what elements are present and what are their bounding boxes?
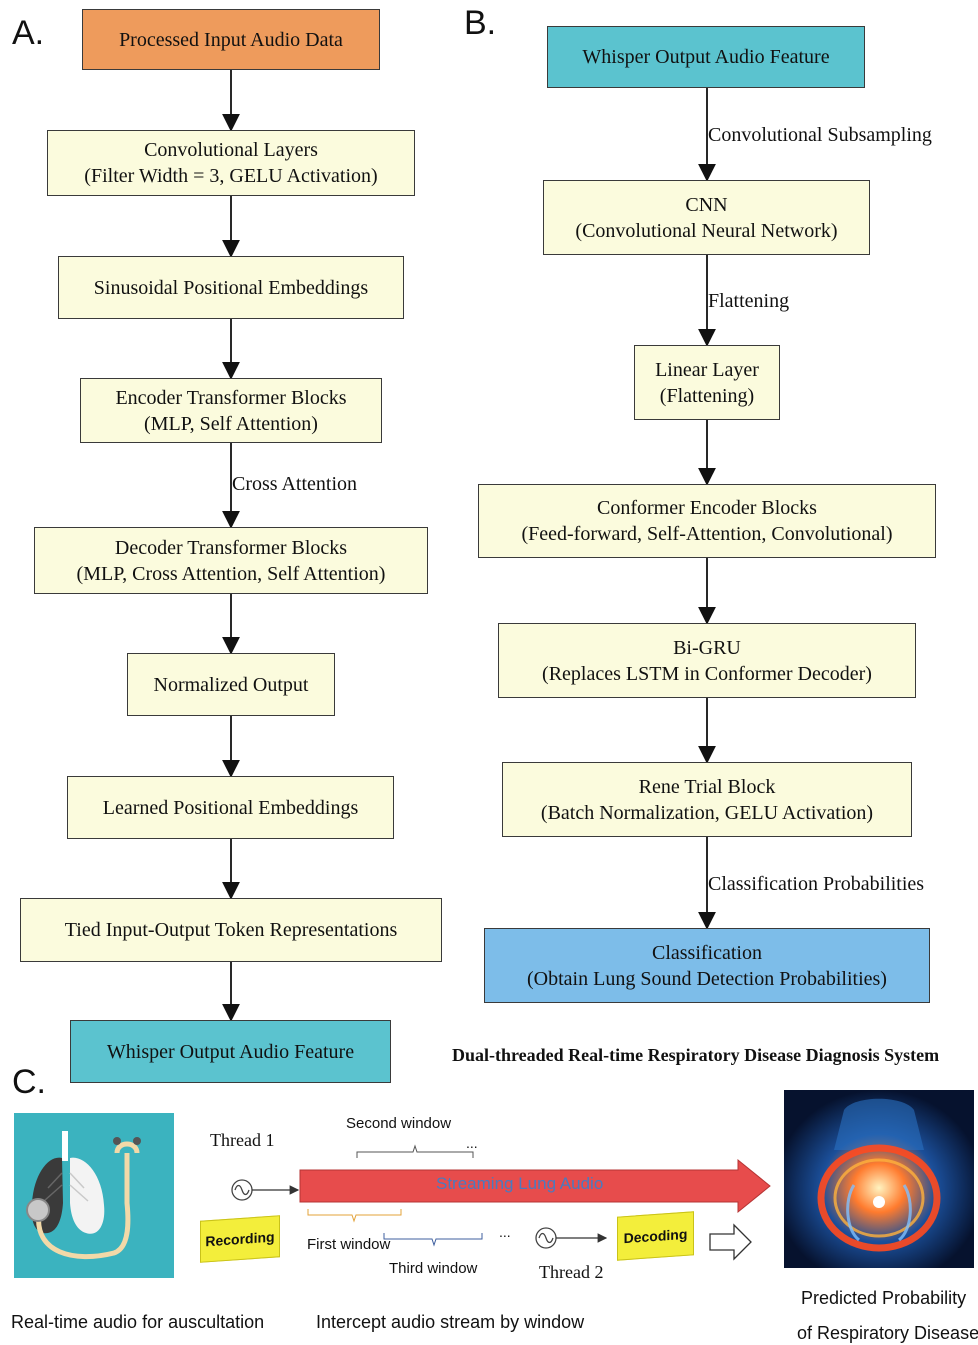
lung-stethoscope-illustration — [14, 1113, 174, 1278]
a-sinusoidal-box: Sinusoidal Positional Embeddings — [58, 256, 404, 319]
glow-ring-icon — [817, 1144, 941, 1252]
b-classification-box: Classification (Obtain Lung Sound Detect… — [484, 928, 930, 1003]
a-normalized-box: Normalized Output — [127, 653, 335, 716]
caption-right-line2: of Respiratory Disease — [797, 1323, 978, 1343]
b-linear-line2: (Flattening) — [659, 384, 755, 407]
a-conv-line1: Convolutional Layers — [144, 139, 318, 161]
panel-b-letter: B. — [464, 4, 497, 42]
a-sinusoidal-label: Sinusoidal Positional Embeddings — [93, 276, 369, 299]
b-classification-line2: (Obtain Lung Sound Detection Probabiliti… — [527, 967, 887, 990]
a-normalized-label: Normalized Output — [153, 673, 309, 696]
a-learned-box: Learned Positional Embeddings — [67, 776, 394, 839]
b-cnn-box: CNN (Convolutional Neural Network) — [543, 180, 870, 255]
b-conformer-line2: (Feed-forward, Self-Attention, Convoluti… — [521, 523, 893, 545]
first-window-bracket — [307, 1209, 402, 1223]
b-rene-line2: (Batch Normalization, GELU Activation) — [540, 801, 874, 824]
b-rene-box: Rene Trial Block (Batch Normalization, G… — [502, 762, 912, 837]
third-window-label: Third window — [389, 1260, 478, 1277]
b-bigru-box: Bi-GRU (Replaces LSTM in Conformer Decod… — [498, 623, 916, 698]
a-input-box: Processed Input Audio Data — [82, 9, 380, 70]
trachea-icon — [62, 1131, 68, 1161]
thread1-source — [231, 1179, 300, 1201]
b-linear-line1: Linear Layer — [655, 358, 759, 381]
b-cnn-line2: (Convolutional Neural Network) — [575, 219, 838, 242]
streaming-label: Streaming Lung Audio — [436, 1174, 604, 1193]
b-cnn-line1: CNN — [685, 193, 728, 216]
ellipsis-bottom: ... — [499, 1224, 511, 1240]
respiratory-diagnosis-image — [784, 1090, 974, 1268]
a-tied-box: Tied Input-Output Token Representations — [20, 898, 442, 962]
panel-c-title: Dual-threaded Real-time Respiratory Dise… — [452, 1045, 940, 1065]
recording-label: Recording — [205, 1228, 275, 1250]
panel-c-letter: C. — [12, 1063, 46, 1101]
caption-middle: Intercept audio stream by window — [316, 1312, 585, 1332]
b-classification-line1: Classification — [652, 941, 762, 964]
b-probabilities-label: Classification Probabilities — [708, 873, 925, 895]
thread1-label: Thread 1 — [210, 1130, 275, 1150]
caption-right-line1: Predicted Probability — [801, 1288, 967, 1308]
window-brackets — [307, 1209, 483, 1247]
panel-a-letter: A. — [12, 14, 45, 52]
b-subsampling-label: Convolutional Subsampling — [708, 124, 932, 146]
recording-flag: Recording — [200, 1215, 280, 1263]
ellipsis-top: ... — [466, 1135, 478, 1151]
b-linear-box: Linear Layer (Flattening) — [634, 345, 780, 420]
a-output-box: Whisper Output Audio Feature — [70, 1020, 391, 1083]
decoding-flag: Decoding — [617, 1211, 694, 1261]
decoding-label: Decoding — [623, 1225, 688, 1247]
streaming-arrow — [299, 1158, 771, 1214]
caption-left: Real-time audio for auscultation — [11, 1312, 265, 1332]
thread2-source — [535, 1227, 608, 1249]
a-encoder-box: Encoder Transformer Blocks (MLP, Self At… — [80, 378, 382, 443]
b-conformer-box: Conformer Encoder Blocks (Feed-forward, … — [478, 484, 936, 558]
a-encoder-line1: Encoder Transformer Blocks — [115, 386, 347, 409]
third-window-bracket — [383, 1233, 483, 1247]
b-rene-line1: Rene Trial Block — [638, 775, 776, 798]
chestpiece-icon — [26, 1198, 50, 1222]
a-cross-attention-label: Cross Attention — [232, 473, 358, 495]
hollow-arrow-icon — [709, 1223, 752, 1261]
thread2-label: Thread 2 — [539, 1262, 604, 1282]
a-conv-box: Convolutional Layers (Filter Width = 3, … — [47, 130, 415, 196]
a-conv-line2: (Filter Width = 3, GELU Activation) — [84, 165, 378, 187]
a-input-label: Processed Input Audio Data — [119, 28, 343, 51]
b-bigru-line2: (Replaces LSTM in Conformer Decoder) — [542, 662, 872, 685]
a-encoder-line2: (MLP, Self Attention) — [144, 412, 318, 435]
b-conformer-line1: Conformer Encoder Blocks — [597, 497, 817, 519]
b-bigru-line1: Bi-GRU — [673, 636, 741, 659]
a-decoder-line1: Decoder Transformer Blocks — [114, 536, 348, 559]
b-input-box: Whisper Output Audio Feature — [547, 26, 865, 88]
b-flattening-label: Flattening — [708, 290, 790, 312]
a-tied-label: Tied Input-Output Token Representations — [64, 919, 398, 941]
a-output-label: Whisper Output Audio Feature — [106, 1040, 355, 1063]
light-lung-icon — [70, 1157, 105, 1234]
a-decoder-line2: (MLP, Cross Attention, Self Attention) — [76, 562, 386, 585]
second-window-label: Second window — [346, 1115, 452, 1132]
a-decoder-box: Decoder Transformer Blocks (MLP, Cross A… — [34, 527, 428, 594]
b-input-label: Whisper Output Audio Feature — [582, 46, 830, 68]
first-window-label: First window — [307, 1236, 391, 1253]
second-window-bracket — [356, 1144, 474, 1158]
a-learned-label: Learned Positional Embeddings — [102, 796, 359, 819]
